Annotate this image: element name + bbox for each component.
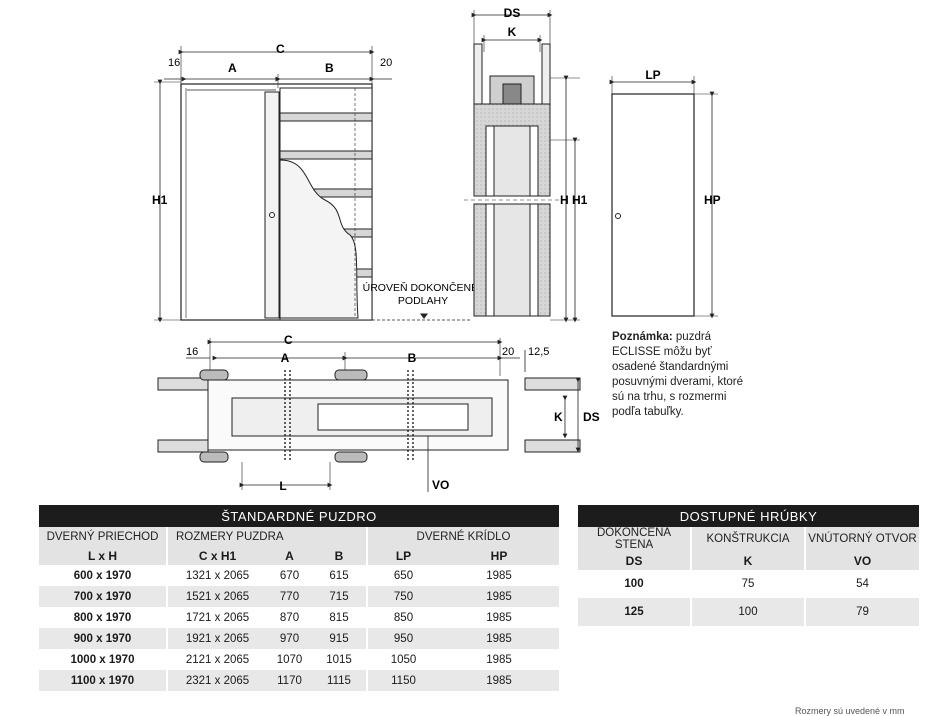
technical-drawing: 16 A C B 20 H1 ÚROVEŇ DOKONČENEJ PODLAHY… (152, 6, 721, 493)
section-view (464, 10, 580, 323)
col-vo: VO (804, 551, 919, 570)
dim-ds: DS (504, 6, 521, 20)
col-lxh: L x H (39, 546, 167, 565)
note-body: puzdrá ECLISSE môžu byť osadené štandard… (612, 331, 744, 418)
dim-20: 20 (380, 57, 392, 69)
h-opening: VNÚTORNÝ OTVOR (804, 527, 919, 551)
plan-dim-l: L (279, 479, 286, 493)
plan-dim-ds: DS (583, 410, 600, 424)
dim-c: C (276, 42, 285, 56)
standard-table-title: ŠTANDARDNÉ PUZDRO (39, 505, 559, 527)
plan-dim-k: K (554, 410, 563, 424)
plan-view (157, 338, 581, 492)
group-frame: ROZMERY PUZDRA (166, 527, 367, 546)
thickness-table: DOSTUPNÉ HRÚBKY DOKONČENÁ STENA KONŠTRUK… (578, 505, 919, 626)
group-opening: DVERNÝ PRIECHOD (39, 527, 167, 546)
dim-k: K (508, 25, 517, 39)
dim-16: 16 (168, 57, 180, 69)
door-leaf-view (609, 76, 718, 319)
group-leaf: DVERNÉ KRÍDLO (366, 527, 559, 546)
plan-dim-vo: VO (432, 478, 449, 492)
col-lp: LP (366, 546, 439, 565)
plan-dim-b: B (408, 351, 417, 365)
note-bold: Poznámka: (612, 331, 673, 343)
dim-hp: HP (704, 193, 721, 207)
col-b: B (312, 546, 367, 565)
col-hp: HP (439, 546, 559, 565)
dim-a: A (228, 61, 237, 75)
dim-h-h1: H H1 (560, 193, 588, 207)
footer-note: Rozmery sú uvedené v mm (795, 706, 905, 716)
h-wall: DOKONČENÁ STENA (578, 527, 691, 551)
dim-lp: LP (645, 68, 660, 82)
plan-dim-16: 16 (186, 346, 198, 358)
floor-label-line2: PODLAHY (398, 295, 448, 307)
floor-label-line1: ÚROVEŇ DOKONČENEJ (363, 281, 484, 294)
dim-b: B (325, 61, 334, 75)
col-ds: DS (578, 551, 691, 570)
col-a: A (267, 546, 312, 565)
col-k: K (690, 551, 805, 570)
plan-dim-20: 20 (502, 346, 514, 358)
col-cxh1: C x H1 (166, 546, 267, 565)
thickness-table-title: DOSTUPNÉ HRÚBKY (578, 505, 919, 527)
dim-h1-left: H1 (152, 193, 168, 207)
h-struct: KONŠTRUKCIA (690, 527, 805, 551)
standard-frame-table: ŠTANDARDNÉ PUZDRO DVERNÝ PRIECHOD ROZMER… (39, 505, 559, 691)
plan-dim-12-5: 12,5 (528, 346, 549, 358)
plan-dim-c: C (284, 333, 293, 347)
note-text: Poznámka: puzdrá ECLISSE môžu byť osaden… (612, 330, 752, 420)
front-elevation (154, 46, 472, 323)
plan-dim-a: A (281, 351, 290, 365)
